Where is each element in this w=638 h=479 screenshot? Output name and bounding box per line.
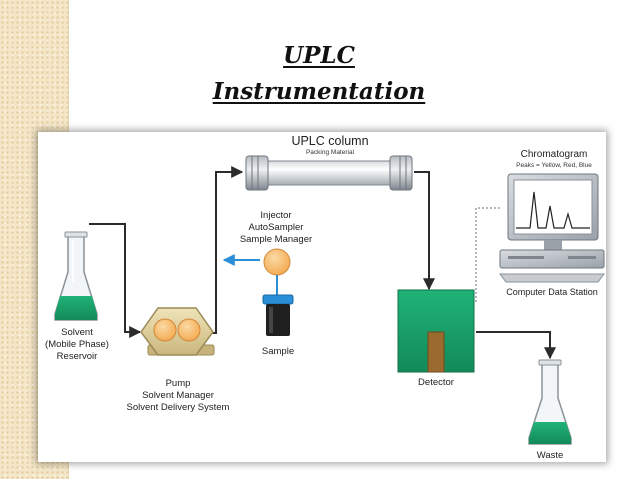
uplc-column-icon	[245, 155, 413, 191]
injector-icon	[263, 248, 291, 296]
chromatogram-sublabel: Peaks = Yellow, Red, Blue	[516, 162, 592, 169]
column-sublabel: Packing Material	[306, 149, 355, 156]
pump-label-line-1: Pump	[166, 378, 191, 389]
slide-title-line-1: UPLC	[283, 42, 355, 69]
line-detector-to-computer	[475, 207, 500, 302]
sample-vial-icon	[262, 294, 294, 336]
injector-label-line-1: Injector	[260, 210, 291, 221]
uplc-diagram: UPLC column Packing Material Injector Au…	[45, 134, 605, 461]
solvent-label-line-3: Reservoir	[57, 351, 98, 362]
sample-label: Sample	[262, 346, 294, 357]
detector-label: Detector	[418, 377, 454, 388]
waste-flask-icon	[528, 359, 572, 445]
column-label: UPLC column	[291, 134, 368, 148]
pump-label-line-3: Solvent Delivery System	[127, 402, 230, 413]
line-detector-to-waste	[476, 331, 556, 360]
pump-icon	[140, 307, 215, 356]
chromatogram-label: Chromatogram	[521, 149, 588, 160]
injector-label-line-2: AutoSampler	[249, 222, 304, 233]
diagram-frame: UPLC column Packing Material Injector Au…	[38, 132, 606, 462]
waste-label: Waste	[537, 450, 564, 461]
solvent-reservoir-flask-icon	[54, 231, 98, 321]
injector-label-line-3: Sample Manager	[240, 234, 312, 245]
line-pump-to-column	[210, 166, 244, 334]
solvent-label-line-2: (Mobile Phase)	[45, 339, 109, 350]
line-solvent-to-pump	[89, 223, 142, 338]
pump-label-line-2: Solvent Manager	[142, 390, 214, 401]
computer-data-station-icon	[499, 173, 605, 283]
detector-icon	[397, 289, 475, 373]
computer-data-station-label: Computer Data Station	[506, 287, 598, 297]
line-column-to-detector	[414, 171, 435, 291]
solvent-label-line-1: Solvent	[61, 327, 93, 338]
slide-title-line-2: Instrumentation	[212, 78, 426, 105]
